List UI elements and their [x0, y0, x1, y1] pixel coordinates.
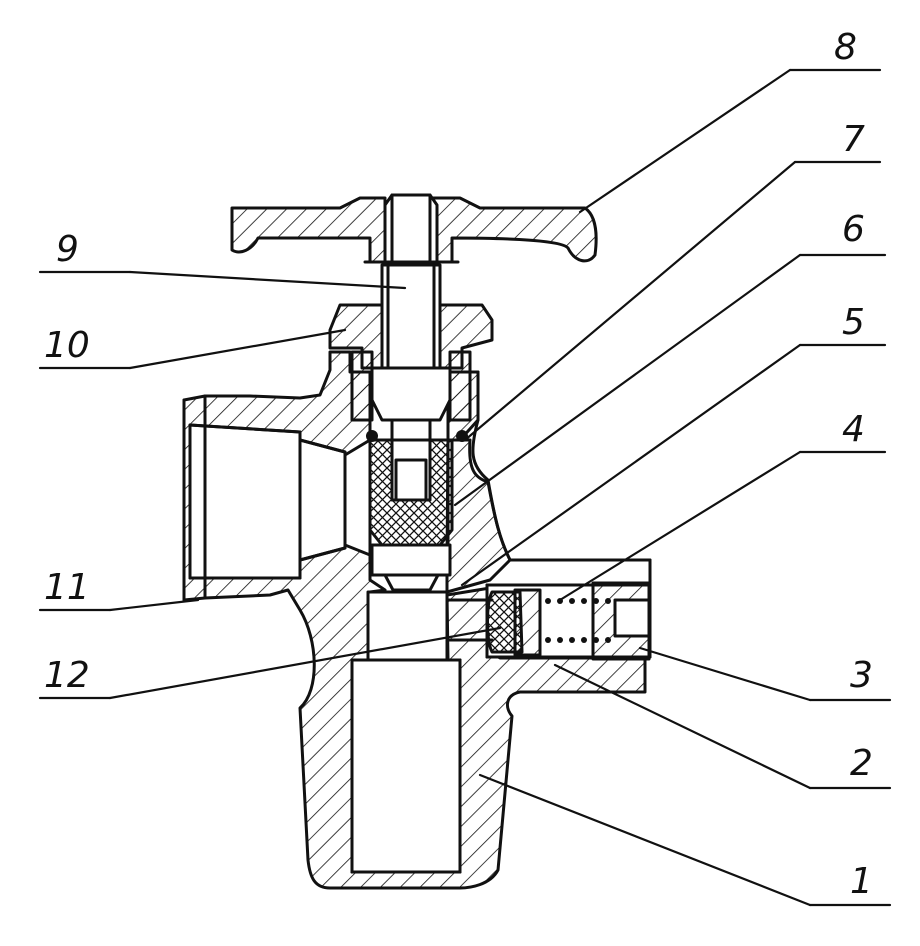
handwheel [230, 196, 387, 264]
callout-6: 6 [842, 209, 865, 250]
callout-4: 4 [842, 409, 865, 450]
callout-3: 3 [850, 655, 873, 696]
callout-9: 9 [56, 229, 79, 270]
valve-disc [368, 438, 454, 547]
callout-5: 5 [842, 302, 865, 343]
leader-lines [38, 68, 892, 907]
spring [545, 598, 611, 643]
callout-10: 10 [44, 325, 90, 366]
callout-2: 2 [850, 743, 873, 784]
callout-1: 1 [850, 861, 873, 902]
callout-11: 11 [44, 567, 90, 608]
callout-7: 7 [842, 119, 865, 160]
callout-12: 12 [44, 655, 90, 696]
callout-8: 8 [834, 27, 857, 68]
